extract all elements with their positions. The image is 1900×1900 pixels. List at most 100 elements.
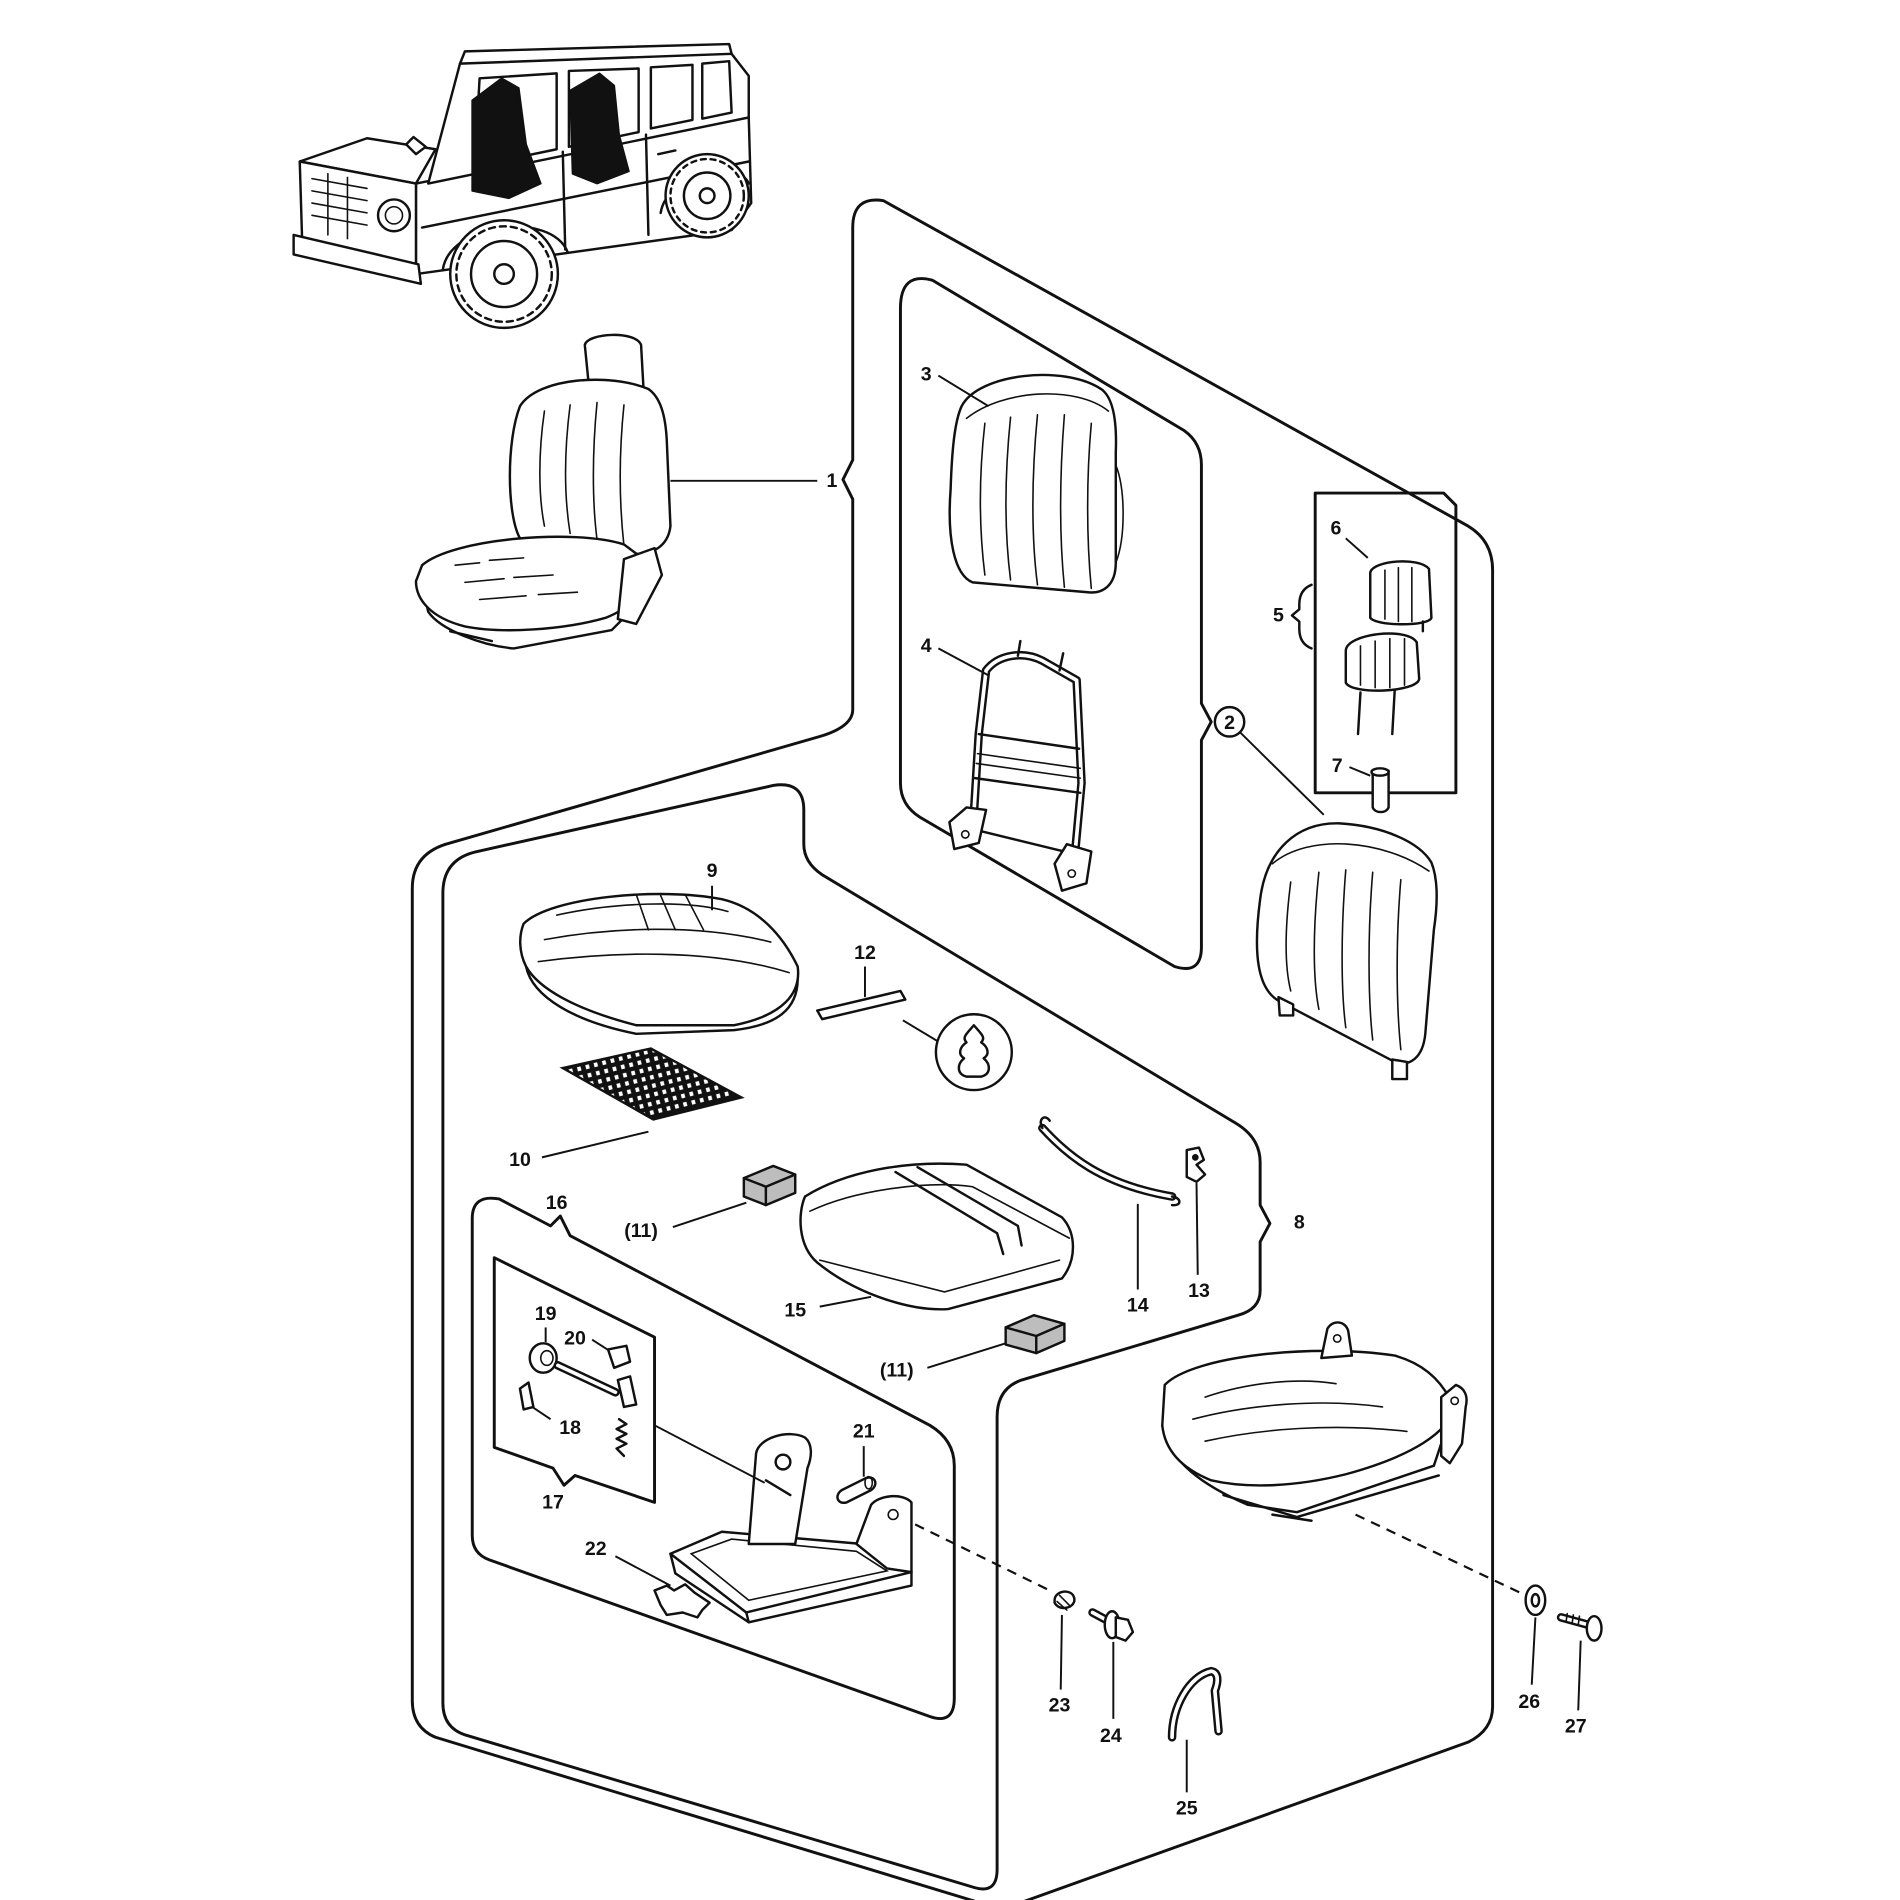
adjuster-kit bbox=[518, 1342, 766, 1484]
callout-22: 22 bbox=[585, 1538, 671, 1587]
callout-12-label: 12 bbox=[854, 942, 876, 964]
callout-16: 16 bbox=[546, 1192, 568, 1214]
callout-11-upper: (11) bbox=[624, 1201, 747, 1242]
adjuster-cap bbox=[606, 1344, 632, 1370]
callout-7: 7 bbox=[1332, 755, 1371, 777]
seat-frame-group-outline bbox=[470, 1196, 956, 1721]
assembly-path-left bbox=[914, 1523, 1051, 1592]
seat-frame bbox=[669, 1433, 913, 1624]
callout-5-label: 5 bbox=[1273, 605, 1284, 627]
cushion-pad-lower bbox=[1004, 1313, 1066, 1355]
assembled-backrest bbox=[1255, 822, 1438, 1081]
assembled-seat-bottom bbox=[1161, 1321, 1468, 1522]
callout-25-label: 25 bbox=[1176, 1797, 1198, 1819]
callout-4-label: 4 bbox=[921, 635, 932, 657]
callout-2-circle bbox=[1213, 705, 1246, 738]
spring-clip-fastener bbox=[1053, 1590, 1076, 1611]
headrest bbox=[1344, 632, 1421, 736]
trim-strip bbox=[816, 989, 907, 1021]
backrest-cushion bbox=[948, 373, 1124, 594]
front-seat-silhouette-left bbox=[471, 77, 542, 200]
callout-11-lower-label: (11) bbox=[880, 1359, 914, 1381]
outer-outline bbox=[410, 198, 1495, 1900]
callout-16-label: 16 bbox=[546, 1192, 568, 1214]
callout-4: 4 bbox=[921, 635, 990, 677]
callout-15-label: 15 bbox=[784, 1299, 806, 1321]
callout-13: 13 bbox=[1188, 1183, 1210, 1302]
mounting-bolt bbox=[1556, 1612, 1603, 1642]
callout-20: 20 bbox=[564, 1328, 610, 1352]
headrest-cover bbox=[1369, 560, 1433, 633]
callout-15: 15 bbox=[784, 1295, 872, 1321]
washer bbox=[1524, 1584, 1547, 1617]
retaining-clip bbox=[1185, 1146, 1207, 1184]
clip-detail-circle bbox=[902, 1013, 1014, 1092]
callout-9: 9 bbox=[707, 860, 718, 911]
callout-6: 6 bbox=[1331, 518, 1369, 559]
seat-cushion bbox=[799, 1162, 1075, 1311]
callout-8: 8 bbox=[1294, 1211, 1305, 1233]
flange-bolt bbox=[1088, 1608, 1135, 1642]
callout-5: 5 bbox=[1273, 583, 1313, 650]
callout-27-label: 27 bbox=[1565, 1715, 1587, 1737]
callout-10: 10 bbox=[509, 1130, 649, 1171]
callout-24: 24 bbox=[1100, 1641, 1122, 1747]
callout-9-label: 9 bbox=[707, 860, 718, 882]
adjuster-spring bbox=[615, 1417, 628, 1458]
callout-22-label: 22 bbox=[585, 1538, 607, 1560]
callout-26: 26 bbox=[1518, 1617, 1540, 1713]
callout-3-label: 3 bbox=[921, 363, 932, 385]
front-seat-silhouette-right bbox=[569, 72, 630, 185]
pivot-sleeve bbox=[836, 1475, 877, 1504]
callout-11-upper-label: (11) bbox=[624, 1220, 658, 1242]
strap-clamp bbox=[1167, 1666, 1223, 1742]
seat-cover bbox=[519, 892, 800, 1036]
callout-23: 23 bbox=[1049, 1614, 1070, 1717]
callout-8-label: 8 bbox=[1294, 1211, 1305, 1233]
complete-seat bbox=[414, 333, 672, 650]
callout-24-label: 24 bbox=[1100, 1725, 1122, 1747]
adjuster-knob bbox=[528, 1342, 558, 1374]
callout-11-lower: (11) bbox=[880, 1342, 1006, 1381]
callout-1-label: 1 bbox=[826, 470, 837, 492]
callout-20-label: 20 bbox=[564, 1328, 586, 1350]
callout-3: 3 bbox=[921, 363, 990, 408]
callout-18-label: 18 bbox=[559, 1417, 581, 1439]
callout-1: 1 bbox=[670, 470, 837, 492]
callout-13-label: 13 bbox=[1188, 1280, 1210, 1302]
callout-6-label: 6 bbox=[1331, 518, 1342, 540]
callout-18: 18 bbox=[531, 1406, 581, 1439]
seat-group-outline bbox=[441, 783, 1272, 1891]
callout-7-label: 7 bbox=[1332, 755, 1343, 777]
callout-26-label: 26 bbox=[1518, 1691, 1540, 1713]
front-wheel bbox=[449, 218, 560, 330]
callout-17: 17 bbox=[542, 1491, 564, 1513]
callout-21-label: 21 bbox=[853, 1421, 875, 1443]
callout-2-label: 2 bbox=[1224, 712, 1235, 734]
callout-10-label: 10 bbox=[509, 1149, 531, 1171]
seat-spring-mat bbox=[559, 1047, 745, 1121]
seat-carpet-piece bbox=[653, 1583, 711, 1619]
headrest-guide-sleeve bbox=[1370, 767, 1390, 814]
callout-19-label: 19 bbox=[535, 1303, 557, 1325]
assembly-outlines bbox=[410, 198, 1495, 1900]
rear-wheel bbox=[664, 152, 750, 239]
callout-19: 19 bbox=[535, 1303, 557, 1343]
backrest-group-outline bbox=[898, 277, 1213, 970]
callout-17-label: 17 bbox=[542, 1491, 564, 1513]
callout-2: 2 bbox=[1213, 705, 1325, 816]
callout-12: 12 bbox=[854, 942, 876, 998]
vehicle-illustration bbox=[292, 42, 753, 330]
assembly-path-right bbox=[1355, 1513, 1524, 1596]
callout-21: 21 bbox=[853, 1421, 875, 1477]
callout-14-label: 14 bbox=[1127, 1295, 1149, 1317]
cushion-pad-upper bbox=[742, 1164, 797, 1207]
callout-25: 25 bbox=[1176, 1739, 1198, 1819]
backrest-frame bbox=[948, 639, 1093, 892]
adjuster-pin bbox=[518, 1381, 535, 1411]
callout-14: 14 bbox=[1127, 1203, 1149, 1317]
adjuster-kit-outline bbox=[492, 1256, 657, 1504]
callout-27: 27 bbox=[1565, 1640, 1587, 1737]
headrest-group-outline bbox=[1313, 491, 1458, 795]
